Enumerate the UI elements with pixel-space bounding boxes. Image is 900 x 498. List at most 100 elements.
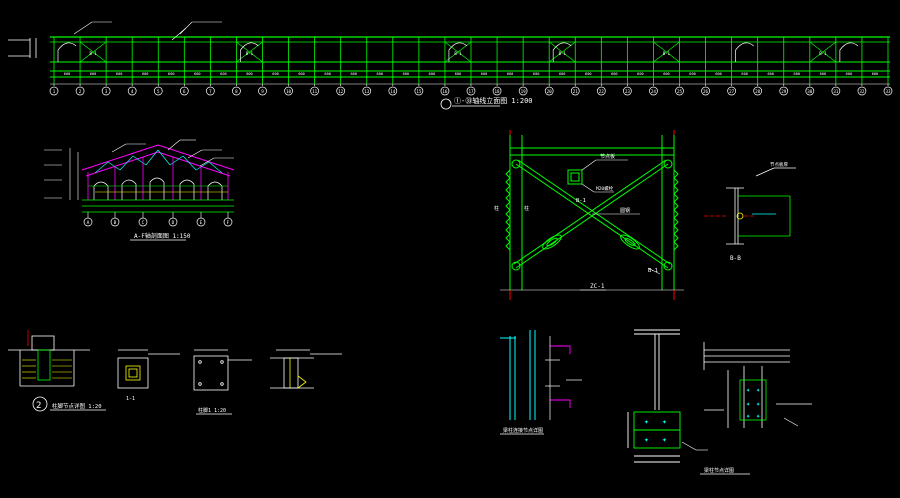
axis-label: 25 [677,89,683,94]
axis-bubble [701,86,710,96]
section-arched-openings [93,177,223,200]
bay-mark: B-1 [246,51,254,56]
axis-bubble [75,86,85,96]
anchor-plan [193,349,252,391]
dimension-label: 600 [611,72,618,76]
axis-bubble [127,86,137,96]
elevation-title-block: ①-㉝轴线立面图 1:200 [440,96,533,110]
dimension-label: 600 [846,72,853,76]
section-leaders [111,139,234,167]
axis-bubble [675,86,684,96]
door-frame [57,42,77,62]
section-axis-bubble [110,217,120,227]
base-plate-plan [117,349,180,389]
axis-bubble [570,86,580,96]
axis-label: 13 [364,89,370,94]
bracing-label-b1b: B-1 [648,268,658,274]
dimension-label: 600 [689,72,696,76]
beam-column-connection-1: 梁柱连接节点详图 [500,330,582,435]
door-frame [552,42,572,62]
axis-label: 15 [416,89,422,94]
axis-bubble [440,86,450,96]
elevation-door-frames [57,42,859,62]
dimension-label: 600 [663,72,670,76]
axis-label: 4 [131,89,134,94]
dimension-label: 600 [872,72,879,76]
elevation-leaders [73,21,222,41]
axis-bubble [284,86,293,96]
axis-label: 23 [625,89,631,94]
axis-label: 27 [729,89,735,94]
axis-label: 2 [79,89,82,94]
dimension-label: 600 [377,72,384,76]
bay-mark: B-1 [559,51,567,56]
axis-label: 21 [573,89,579,94]
axis-label: 32 [859,89,865,94]
dimension-label: 600 [533,72,540,76]
axis-label: 11 [312,89,318,94]
axis-bubble [753,86,763,96]
section-axis-label: B [114,220,117,226]
axis-label: 20 [547,89,553,94]
dimension-label: 600 [298,72,305,76]
footing-section [8,335,90,387]
section-axis-bubble [138,217,148,227]
axis-bubble [596,86,606,96]
elevation-level-marker [8,38,37,58]
footing-hatch [22,359,72,379]
axis-label: 5 [157,89,160,94]
anchor-plan-title: 柱脚1 1:20 [198,407,226,414]
door-frame [735,42,754,62]
bracing-plate-note: 节点板 [600,153,615,160]
dimension-label: 600 [507,72,514,76]
axis-label: 30 [807,89,813,94]
axis-bubble [388,86,398,96]
svg-text:✦: ✦ [756,400,761,408]
axis-bubble [362,86,372,96]
axis-label: 31 [833,89,839,94]
axis-bubble [179,86,189,96]
section-axis-bubble [83,217,93,227]
axis-bubble [805,86,815,96]
foundation-detail-number: 2 [36,401,41,411]
axis-bubble [258,86,267,96]
dimension-label: 600 [324,72,331,76]
longitudinal-elevation [8,36,890,85]
door-frame [448,42,468,62]
axis-label: 26 [703,89,709,94]
dimension-label: 600 [559,72,566,76]
bracing-leaders [509,159,675,300]
dimension-label: 600 [168,72,175,76]
dimension-label: 600 [142,72,149,76]
axis-bubble [831,86,841,96]
axis-label: 3 [105,89,108,94]
section-axis-label: D [172,220,175,226]
bracing-rod-note: 圆钢 [620,207,630,214]
elevation-columns [53,37,889,84]
dimension-label: 600 [585,72,592,76]
section-axis-bubble [223,217,233,227]
beam-column-connection-2: ✦ ✦ ✦ ✦ ✦ ✦ ✦ ✦ ✦ ✦ [627,329,812,475]
section-title: A-F轴剖面图 1:150 [134,232,191,240]
svg-text:✦: ✦ [746,412,751,420]
svg-text:✦: ✦ [756,386,761,394]
axis-bubble [727,86,736,96]
svg-text:✦: ✦ [746,400,751,408]
bb-title: B-B [730,255,741,262]
foundation-title: 柱脚节点详图 1:20 [52,402,102,410]
axis-bubble [414,86,424,96]
bracing-right-note: 柱 [524,205,529,212]
section-axis-label: E [200,220,203,226]
x-brace [809,41,837,63]
axis-label: 19 [521,89,527,94]
axis-label: 17 [468,89,474,94]
connection2-bolts: ✦ ✦ ✦ ✦ [644,417,667,444]
axis-bubble [232,86,241,96]
svg-text:✦: ✦ [662,435,667,444]
axis-bubble [336,86,346,96]
x-brace [653,41,680,63]
axis-label: 8 [235,89,238,94]
